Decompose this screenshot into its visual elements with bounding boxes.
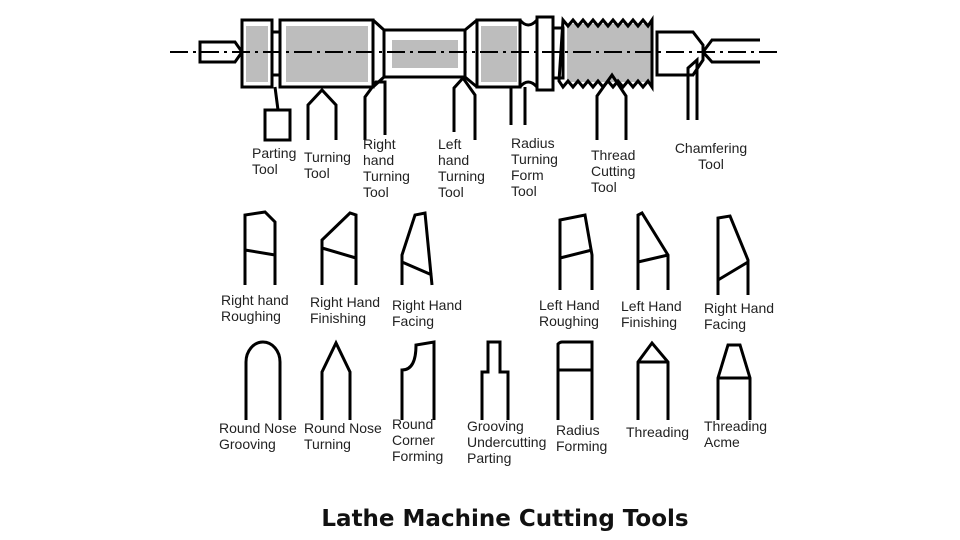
label-right-hand-turning-tool: Right hand Turning Tool [363, 136, 410, 200]
lh-roughing-tool [558, 213, 594, 290]
label-rh-facing-2: Right Hand Facing [704, 300, 775, 332]
round-nose-turning-tool [320, 339, 352, 420]
label-threading: Threading [626, 424, 690, 440]
label-rh-roughing: Right hand Roughing [221, 292, 289, 324]
threading-acme-tool [716, 343, 752, 420]
workpiece-tools [263, 56, 699, 142]
tool-shapes-row-1 [243, 210, 750, 295]
grooving-tool [480, 340, 510, 420]
label-rh-facing: Right Hand Facing [392, 297, 463, 329]
label-turning-tool: Turning Tool [304, 149, 351, 181]
label-round-corner-forming: Round Corner Forming [392, 416, 444, 464]
rh-facing-tool [400, 211, 434, 286]
section-3 [382, 28, 467, 79]
threading-tool [636, 340, 670, 420]
chamfer-section [655, 30, 705, 77]
right-hand-turning-tool [363, 80, 387, 140]
label-chamfering-tool: Chamfering Tool [674, 140, 748, 172]
diagram-title: Lathe Machine Cutting Tools [321, 506, 689, 532]
label-round-nose-turning: Round Nose Turning [304, 420, 382, 452]
label-left-hand-turning-tool: Left hand Turning Tool [438, 136, 485, 200]
collar [535, 15, 555, 92]
section-4 [475, 18, 522, 89]
taper-2 [464, 18, 478, 89]
label-thread-cutting-tool: Thread Cutting Tool [591, 147, 636, 195]
round-nose-grooving-tool [244, 340, 282, 420]
round-corner-forming-tool [400, 340, 436, 420]
rh-finishing-tool [320, 211, 358, 285]
lh-finishing-tool [636, 211, 670, 290]
radius-turning-form-tool [509, 87, 527, 125]
chamfering-tool [686, 56, 699, 120]
thread-section [557, 15, 654, 92]
label-radius-turning-form-tool: Radius Turning Form Tool [511, 135, 558, 199]
parting-tool [263, 86, 292, 142]
label-lh-finishing: Left Hand Finishing [621, 298, 682, 330]
label-grooving: Grooving Undercutting Parting [467, 418, 547, 466]
label-radius-forming: Radius Forming [556, 422, 608, 454]
label-lh-roughing: Left Hand Roughing [539, 297, 600, 329]
label-round-nose-grooving: Round Nose Grooving [219, 420, 297, 452]
taper-1 [371, 18, 386, 89]
label-rh-finishing: Right Hand Finishing [310, 294, 381, 326]
workpiece [170, 15, 780, 92]
left-hand-turning-tool [452, 75, 477, 140]
rh-facing-tool-2 [716, 214, 750, 295]
headstock-stub [198, 40, 244, 64]
radius-groove [518, 18, 539, 89]
rh-roughing-tool [243, 210, 277, 285]
thread-cutting-tool [595, 72, 628, 140]
radius-forming-tool [556, 340, 594, 420]
turning-tool [306, 87, 338, 140]
label-threading-acme: Threading Acme [704, 418, 768, 450]
label-parting-tool: Parting Tool [252, 145, 297, 177]
section-2 [278, 18, 375, 89]
tool-shapes-row-2 [244, 339, 752, 420]
